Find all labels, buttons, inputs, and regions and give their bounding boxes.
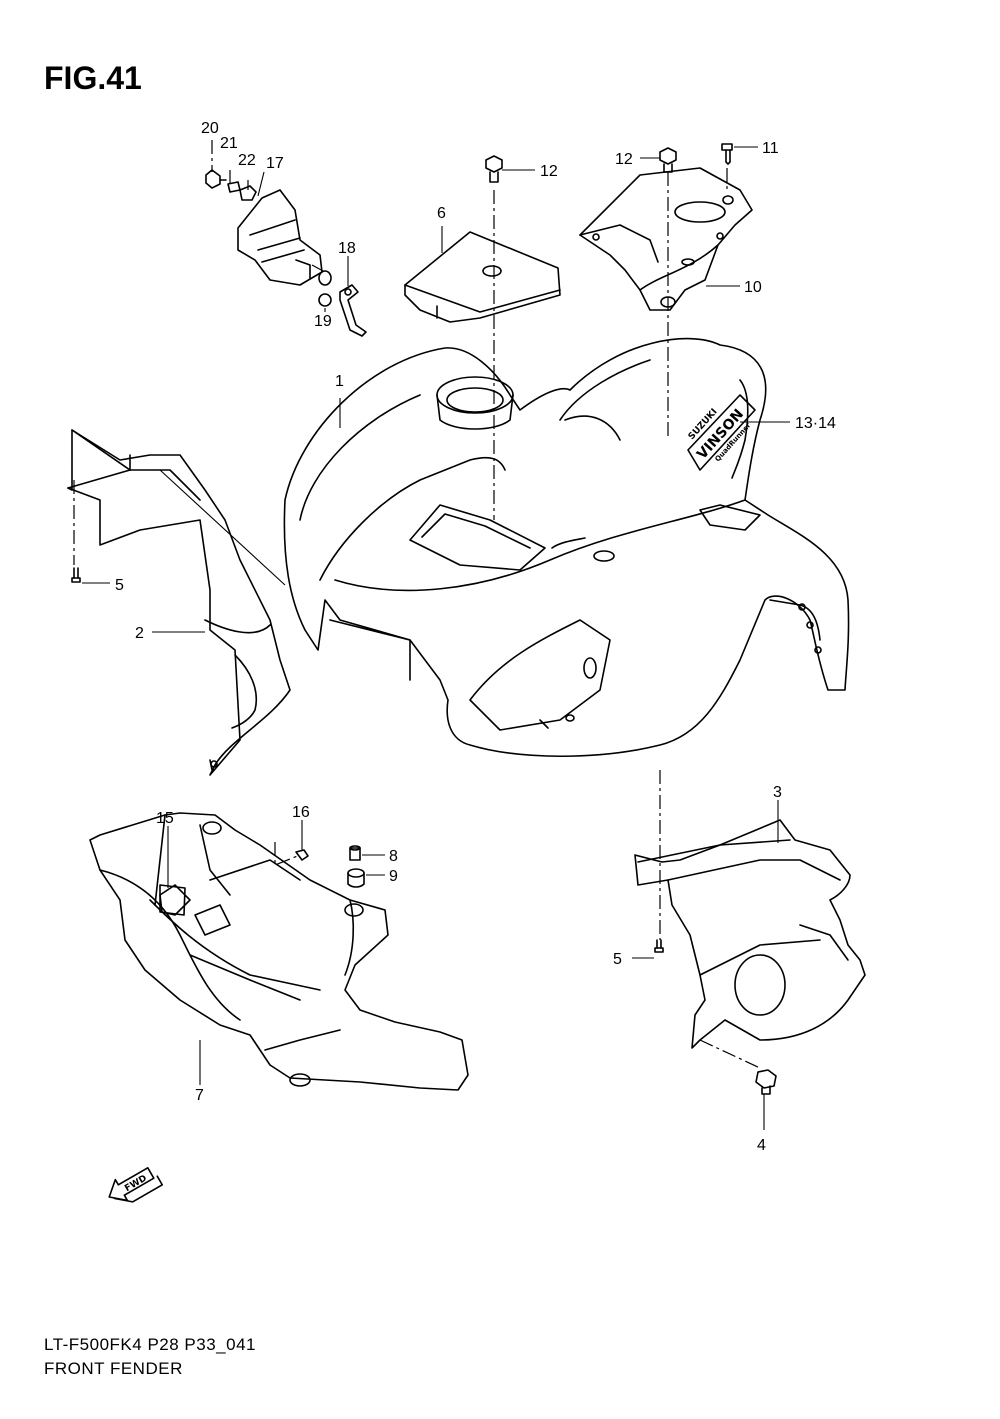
part-number-labels: 1 2 3 4 5 5 6 7 8 9 10 11 12 12 13·14 15… bbox=[115, 120, 836, 1154]
clip-12-left bbox=[485, 155, 503, 173]
label-part-19: 19 bbox=[314, 313, 332, 330]
front-guard bbox=[89, 812, 469, 1091]
label-part-3: 3 bbox=[773, 784, 782, 801]
emblem-15 bbox=[159, 884, 186, 916]
bracket-assembly bbox=[205, 169, 367, 337]
screw-11 bbox=[721, 143, 733, 151]
clip-18 bbox=[339, 284, 367, 337]
label-part-4: 4 bbox=[757, 1137, 766, 1154]
inner-fender-left bbox=[67, 429, 291, 776]
assembly-lines bbox=[73, 140, 761, 1069]
label-part-12-right: 12 bbox=[615, 151, 633, 168]
figure-name: FRONT FENDER bbox=[44, 1359, 183, 1378]
label-part-5-right: 5 bbox=[613, 951, 622, 968]
collar-19 bbox=[318, 270, 332, 286]
collar-8 bbox=[349, 847, 361, 861]
label-part-10: 10 bbox=[744, 279, 762, 296]
screw-5-left bbox=[71, 577, 81, 583]
label-part-1: 1 bbox=[335, 373, 344, 390]
front-fender-body: SUZUKI VINSON QuadRunner bbox=[283, 337, 850, 758]
forward-direction-arrow: FWD bbox=[108, 1167, 164, 1203]
cushion-9 bbox=[347, 868, 365, 878]
label-part-15: 15 bbox=[156, 810, 174, 827]
clip-16 bbox=[295, 849, 309, 861]
label-part-17: 17 bbox=[266, 155, 284, 172]
label-part-22: 22 bbox=[238, 152, 256, 169]
clip-12-right bbox=[659, 147, 677, 165]
label-part-21: 21 bbox=[220, 135, 238, 152]
label-part-16: 16 bbox=[292, 804, 310, 821]
storage-lid bbox=[404, 231, 561, 323]
label-part-18: 18 bbox=[338, 240, 356, 257]
inner-fender-right bbox=[634, 819, 866, 1049]
leader-lines bbox=[82, 146, 790, 1130]
label-part-7: 7 bbox=[195, 1087, 204, 1104]
screw-5-right bbox=[654, 947, 664, 953]
label-part-12-left: 12 bbox=[540, 163, 558, 180]
figure-title: FIG.41 bbox=[44, 60, 142, 96]
label-part-2: 2 bbox=[135, 625, 144, 642]
label-part-20: 20 bbox=[201, 120, 219, 137]
figure-code: LT-F500FK4 P28 P33_041 bbox=[44, 1335, 256, 1354]
bolt-4 bbox=[755, 1069, 777, 1089]
label-part-11: 11 bbox=[762, 140, 779, 157]
label-part-5-left: 5 bbox=[115, 577, 124, 594]
label-part-8: 8 bbox=[389, 848, 398, 865]
label-part-13-14: 13·14 bbox=[795, 415, 836, 432]
upper-cover bbox=[579, 167, 753, 311]
label-part-6: 6 bbox=[437, 205, 446, 222]
label-part-9: 9 bbox=[389, 868, 398, 885]
hardware bbox=[71, 143, 777, 1095]
